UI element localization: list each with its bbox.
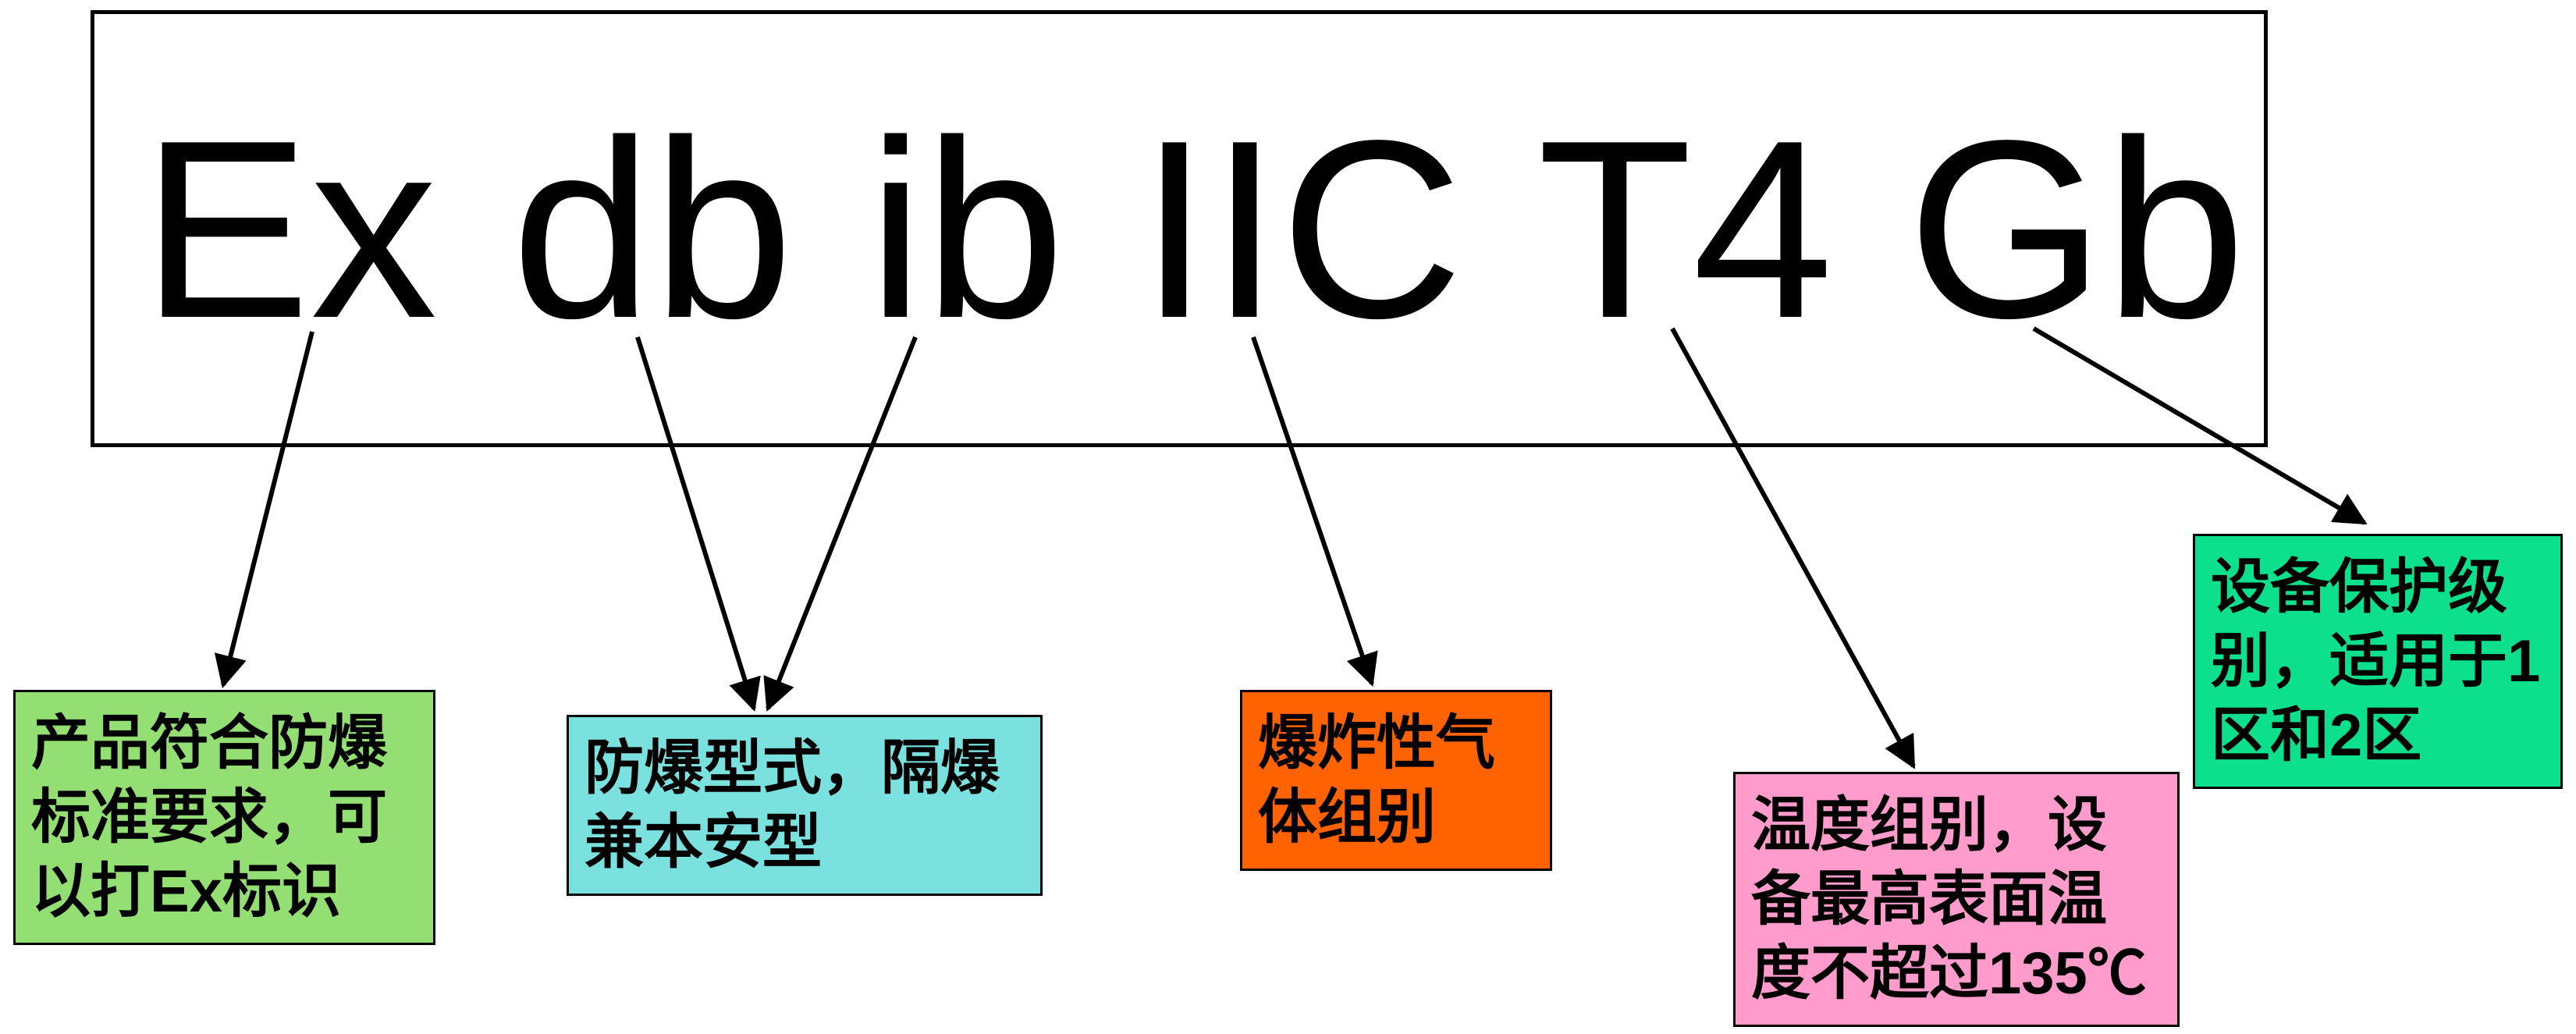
annotation-ex-mark: 产品符合防爆 标准要求，可 以打Ex标识 bbox=[13, 690, 435, 945]
marking-segment-gb: Gb bbox=[1907, 87, 2246, 371]
annotation-protection-type: 防爆型式，隔爆 兼本安型 bbox=[567, 715, 1043, 896]
marking-segment-ex: Ex bbox=[141, 87, 438, 371]
annotation-equipment-protection-level: 设备保护级 别，适用于1 区和2区 bbox=[2193, 534, 2563, 789]
marking-segment-ib: ib bbox=[867, 87, 1065, 371]
marking-box: Ex db ib IIC T4 Gb bbox=[91, 10, 2268, 447]
marking-segment-db: db bbox=[511, 87, 794, 371]
marking-segment-t4: T4 bbox=[1537, 87, 1834, 371]
annotation-gas-group: 爆炸性气 体组别 bbox=[1240, 690, 1552, 871]
marking-segment-iic: IIC bbox=[1139, 87, 1464, 371]
annotation-temperature-class: 温度组别，设 备最高表面温 度不超过135℃ bbox=[1733, 772, 2180, 1027]
